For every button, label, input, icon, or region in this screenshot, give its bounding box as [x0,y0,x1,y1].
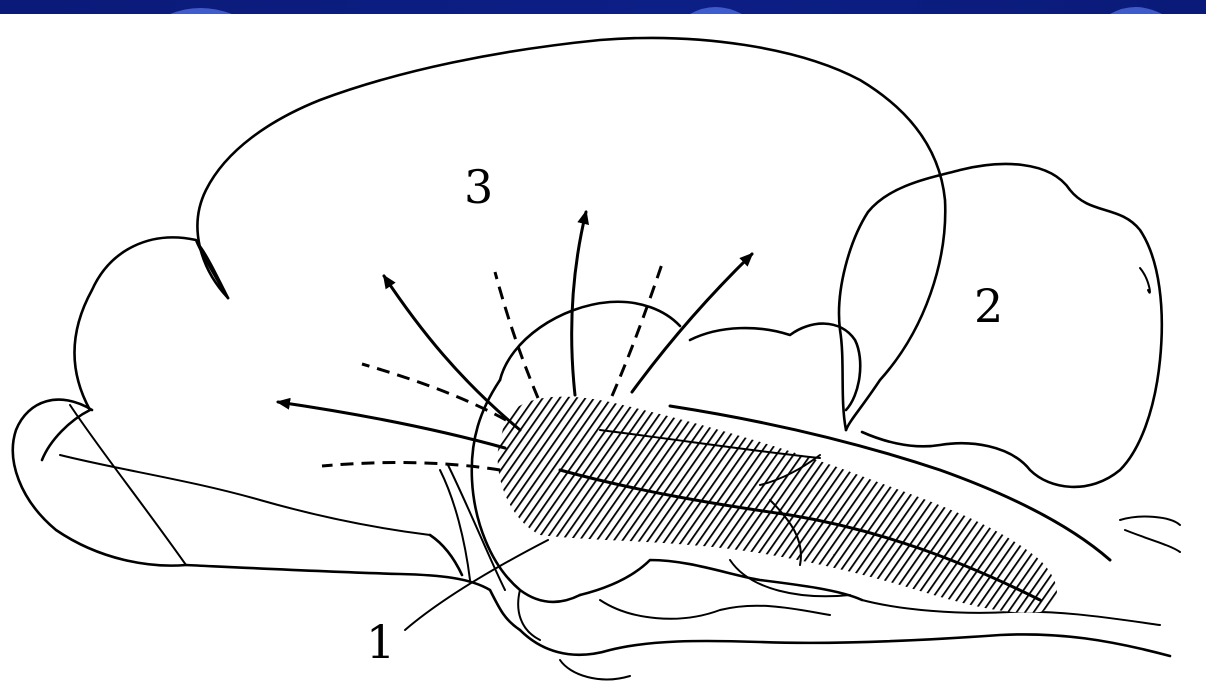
label-1: 1 [366,615,395,669]
label-3: 3 [464,160,493,214]
label-2: 2 [974,279,1003,333]
